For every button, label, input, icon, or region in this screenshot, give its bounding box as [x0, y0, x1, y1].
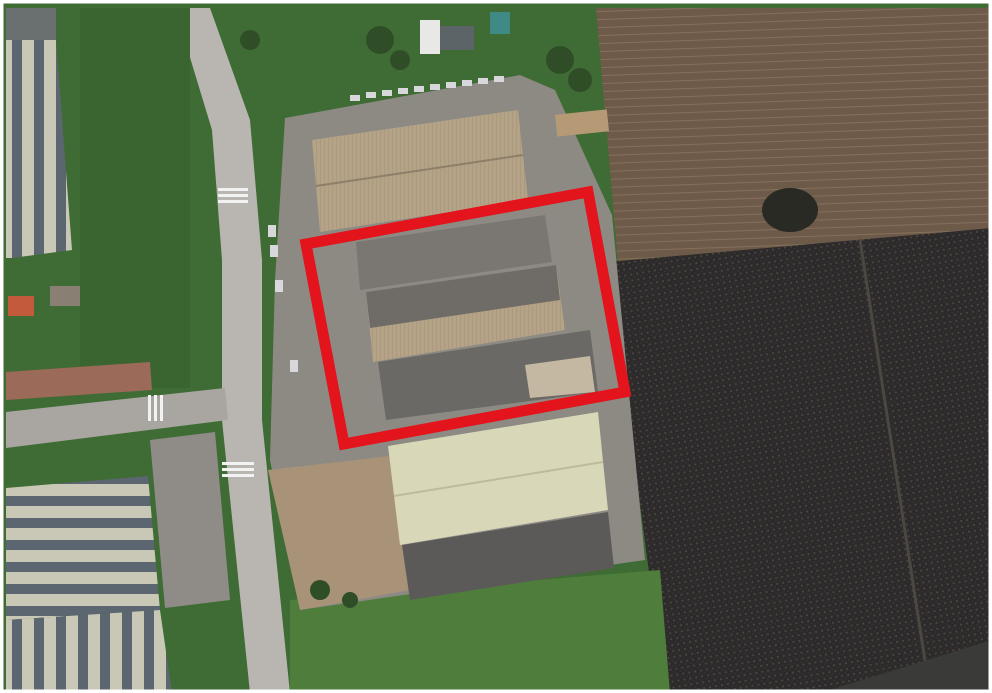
teal-roof-top — [490, 12, 510, 34]
tree-shadow — [762, 188, 818, 232]
dirt-yard — [268, 455, 410, 610]
dark-crop-field — [608, 228, 992, 693]
building-top-left — [6, 40, 72, 258]
rail-track — [820, 640, 992, 693]
north-warehouse-ridge — [315, 154, 524, 187]
south-warehouse-ridge — [393, 461, 604, 497]
parked-cars — [268, 76, 504, 372]
field-track — [858, 239, 932, 693]
highlighted-roof-annex — [525, 356, 595, 398]
building-top-left-annex — [6, 8, 56, 40]
small-building-top-right — [554, 109, 610, 137]
left-lawn — [80, 8, 190, 388]
plowed-field — [596, 8, 992, 262]
building-bottom-left — [6, 476, 160, 620]
brick-lot — [6, 362, 152, 400]
trees — [240, 26, 592, 608]
small-shed — [50, 286, 80, 306]
highlighted-roof-grey-band — [366, 265, 560, 328]
parking-lot-left — [150, 432, 230, 608]
building-bottom-left-2 — [6, 610, 172, 693]
side-road — [6, 388, 228, 448]
small-house-roof — [8, 296, 34, 316]
south-annex-roof — [402, 512, 614, 600]
white-building-top — [420, 20, 440, 54]
highlighted-roof-top — [356, 215, 552, 290]
bottom-lawn — [290, 570, 670, 693]
main-road — [175, 8, 290, 693]
crosswalks — [148, 188, 254, 477]
highlighted-roof-lower — [378, 330, 598, 420]
highlight-frame — [299, 185, 632, 451]
grey-building-top — [440, 26, 474, 50]
